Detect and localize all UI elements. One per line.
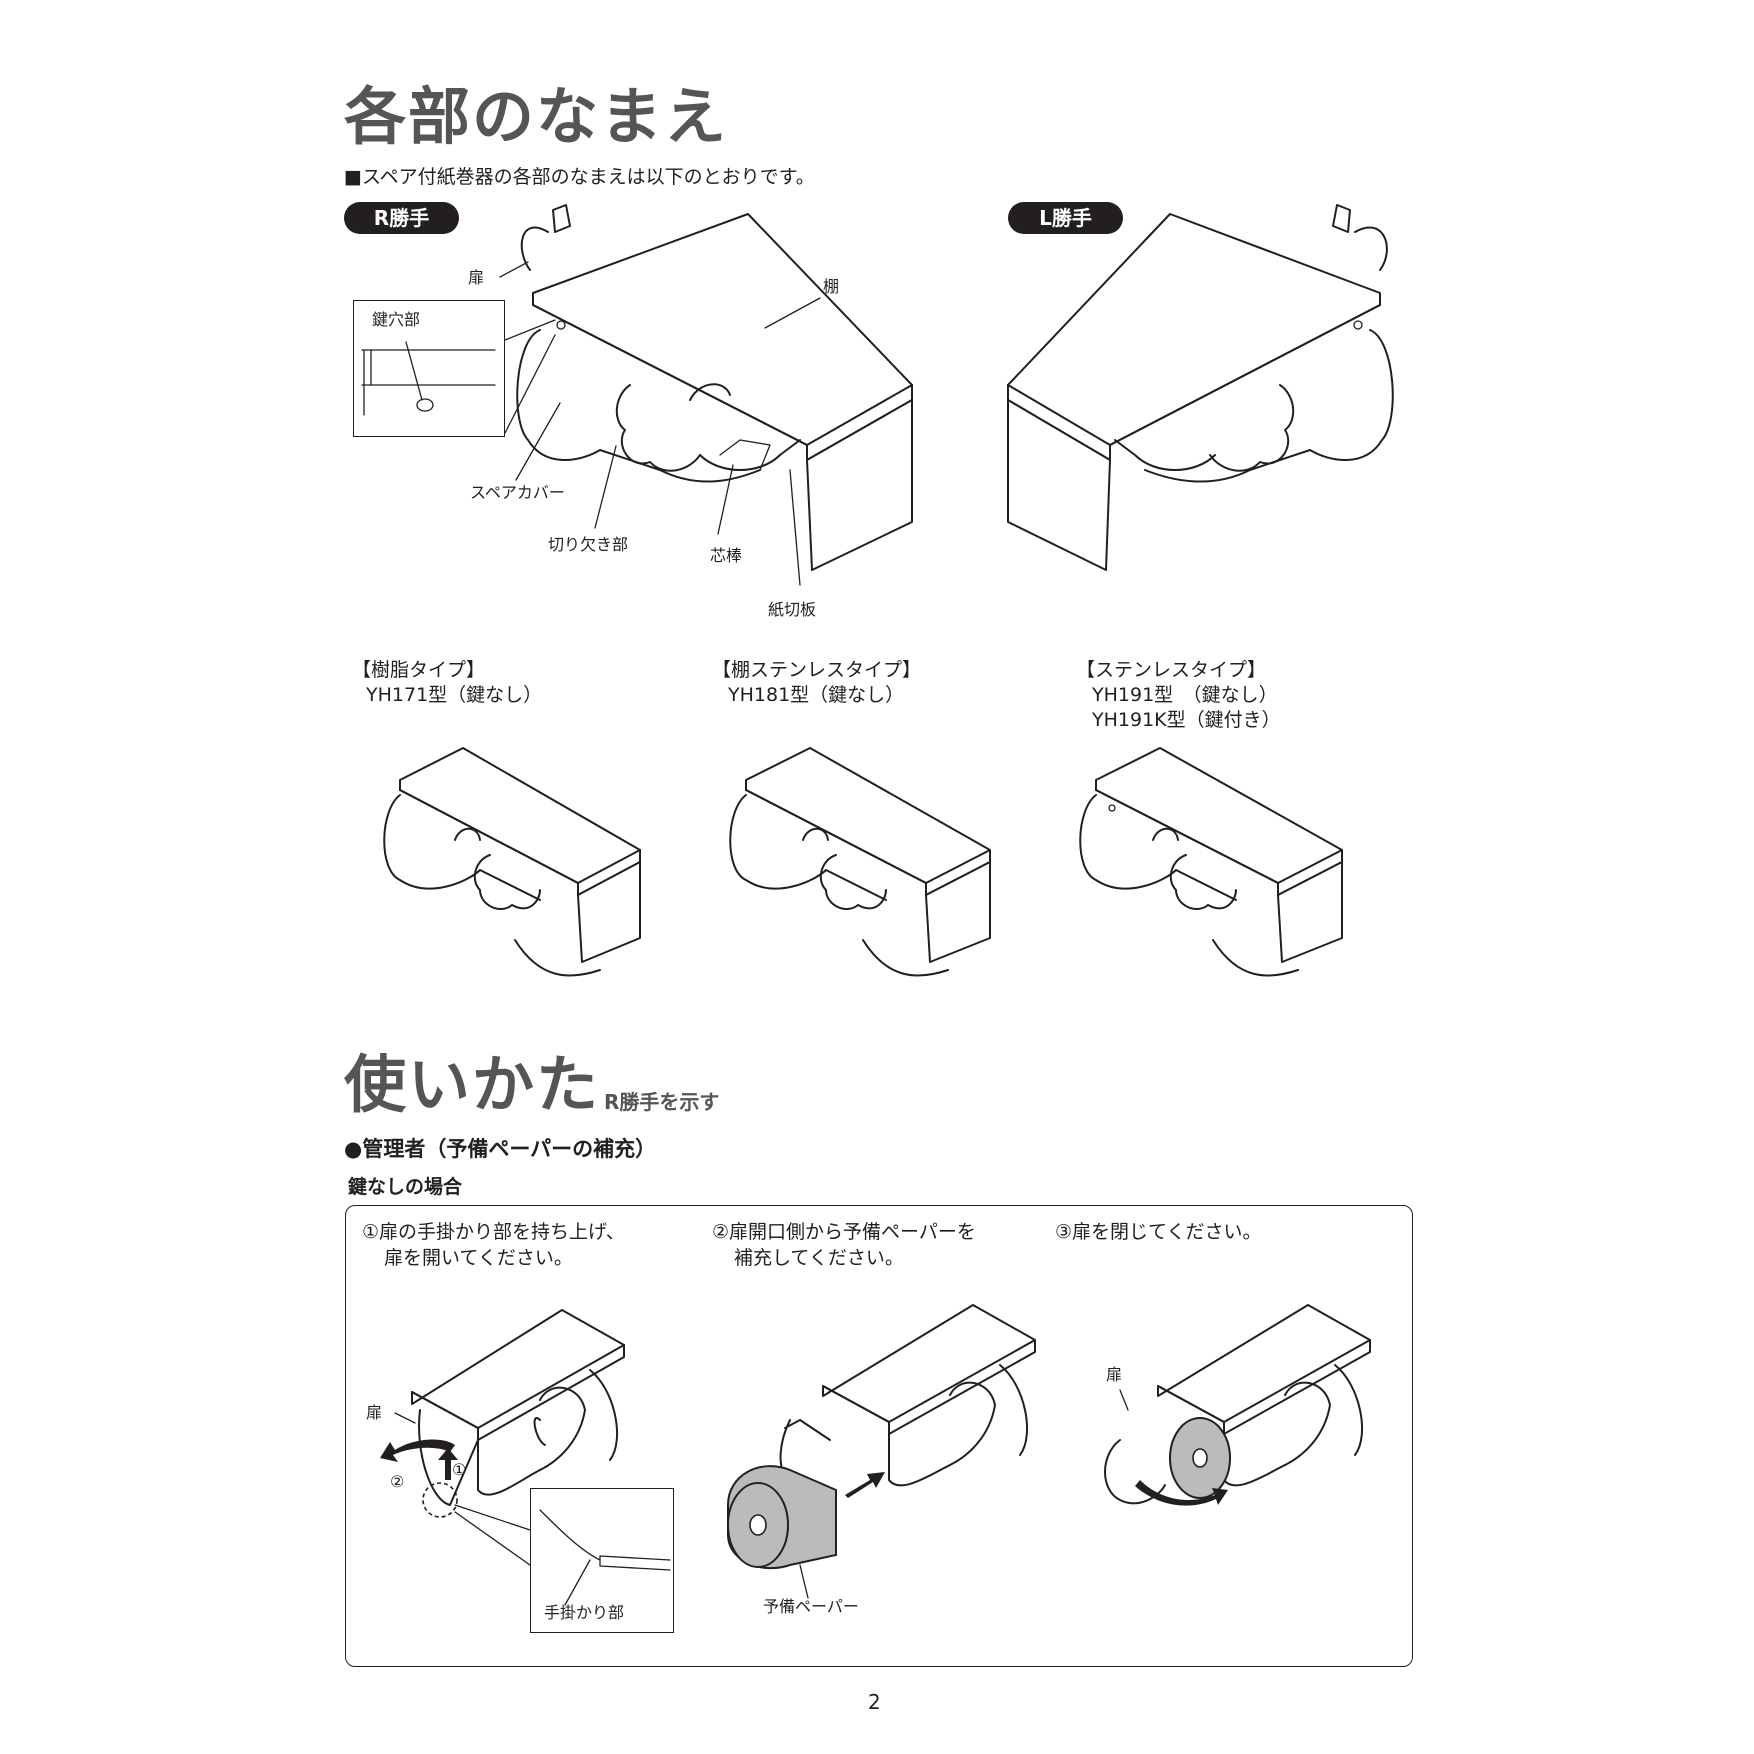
label-mark-1: ①	[452, 1460, 467, 1479]
step-1-line1: ①扉の手掛かり部を持ち上げ、	[362, 1221, 625, 1243]
usage-note: R勝手を示す	[604, 1090, 720, 1114]
type-stainless-model-b: YH191K型（鍵付き）	[1092, 709, 1281, 731]
step-3-text: ③扉を閉じてください。	[1055, 1220, 1261, 1246]
page-number: 2	[868, 1690, 881, 1714]
r-hand-badge: R勝手	[344, 202, 459, 234]
step-3-line1: ③扉を閉じてください。	[1055, 1221, 1262, 1243]
section-title-usage: 使いかた	[344, 1048, 601, 1121]
label-spare-cover: スペアカバー	[470, 483, 565, 502]
keyhole-detail-box	[353, 300, 505, 437]
l-hand-badge: L勝手	[1008, 202, 1123, 234]
step-2-line2: 補充してください。	[734, 1246, 904, 1269]
label-shelf: 棚	[823, 277, 840, 296]
variant-stainless-drawing	[1079, 747, 1343, 977]
type-stainless-title: 【ステンレスタイプ】	[1076, 659, 1267, 681]
label-keyhole: 鍵穴部	[372, 310, 421, 329]
label-cutter: 紙切板	[768, 600, 817, 619]
usage-subtitle: ●管理者（予備ペーパーの補充）	[344, 1137, 657, 1161]
type-resin-model: YH171型（鍵なし）	[366, 684, 543, 706]
label-grip: 手掛かり部	[544, 1603, 625, 1622]
variant-shelf-stainless-drawing	[729, 747, 991, 977]
section-title-parts: 各部のなまえ	[344, 80, 729, 153]
label-step3-door: 扉	[1106, 1365, 1123, 1384]
grip-detail-box	[530, 1488, 674, 1633]
label-spare-paper: 予備ペーパー	[763, 1597, 859, 1616]
type-shelf-stainless-title: 【棚ステンレスタイプ】	[712, 659, 922, 681]
label-step1-door: 扉	[366, 1403, 383, 1422]
step-1-text: ①扉の手掛かり部を持ち上げ、 扉を開いてください。	[362, 1220, 625, 1271]
step-1-line2: 扉を開いてください。	[384, 1246, 573, 1269]
type-stainless-model-a: YH191型 （鍵なし）	[1092, 684, 1278, 706]
label-notch: 切り欠き部	[548, 535, 629, 554]
label-mark-2: ②	[390, 1472, 405, 1491]
parts-lead-text: ■スペア付紙巻器の各部のなまえは以下のとおりです。	[344, 166, 815, 188]
type-shelf-stainless-model: YH181型（鍵なし）	[728, 684, 905, 706]
step-2-line1: ②扉開口側から予備ペーパーを	[712, 1221, 976, 1243]
step-3-drawing	[1104, 1304, 1371, 1506]
steps-panel	[345, 1205, 1413, 1667]
step-2-text: ②扉開口側から予備ペーパーを 補充してください。	[712, 1220, 976, 1271]
step-1-drawing	[380, 1309, 625, 1566]
variant-resin-drawing	[383, 747, 641, 977]
step-2-drawing	[727, 1304, 1036, 1599]
type-resin-title: 【樹脂タイプ】	[352, 659, 486, 681]
label-door: 扉	[468, 268, 485, 287]
usage-case: 鍵なしの場合	[348, 1176, 463, 1198]
label-core-rod: 芯棒	[710, 546, 743, 565]
